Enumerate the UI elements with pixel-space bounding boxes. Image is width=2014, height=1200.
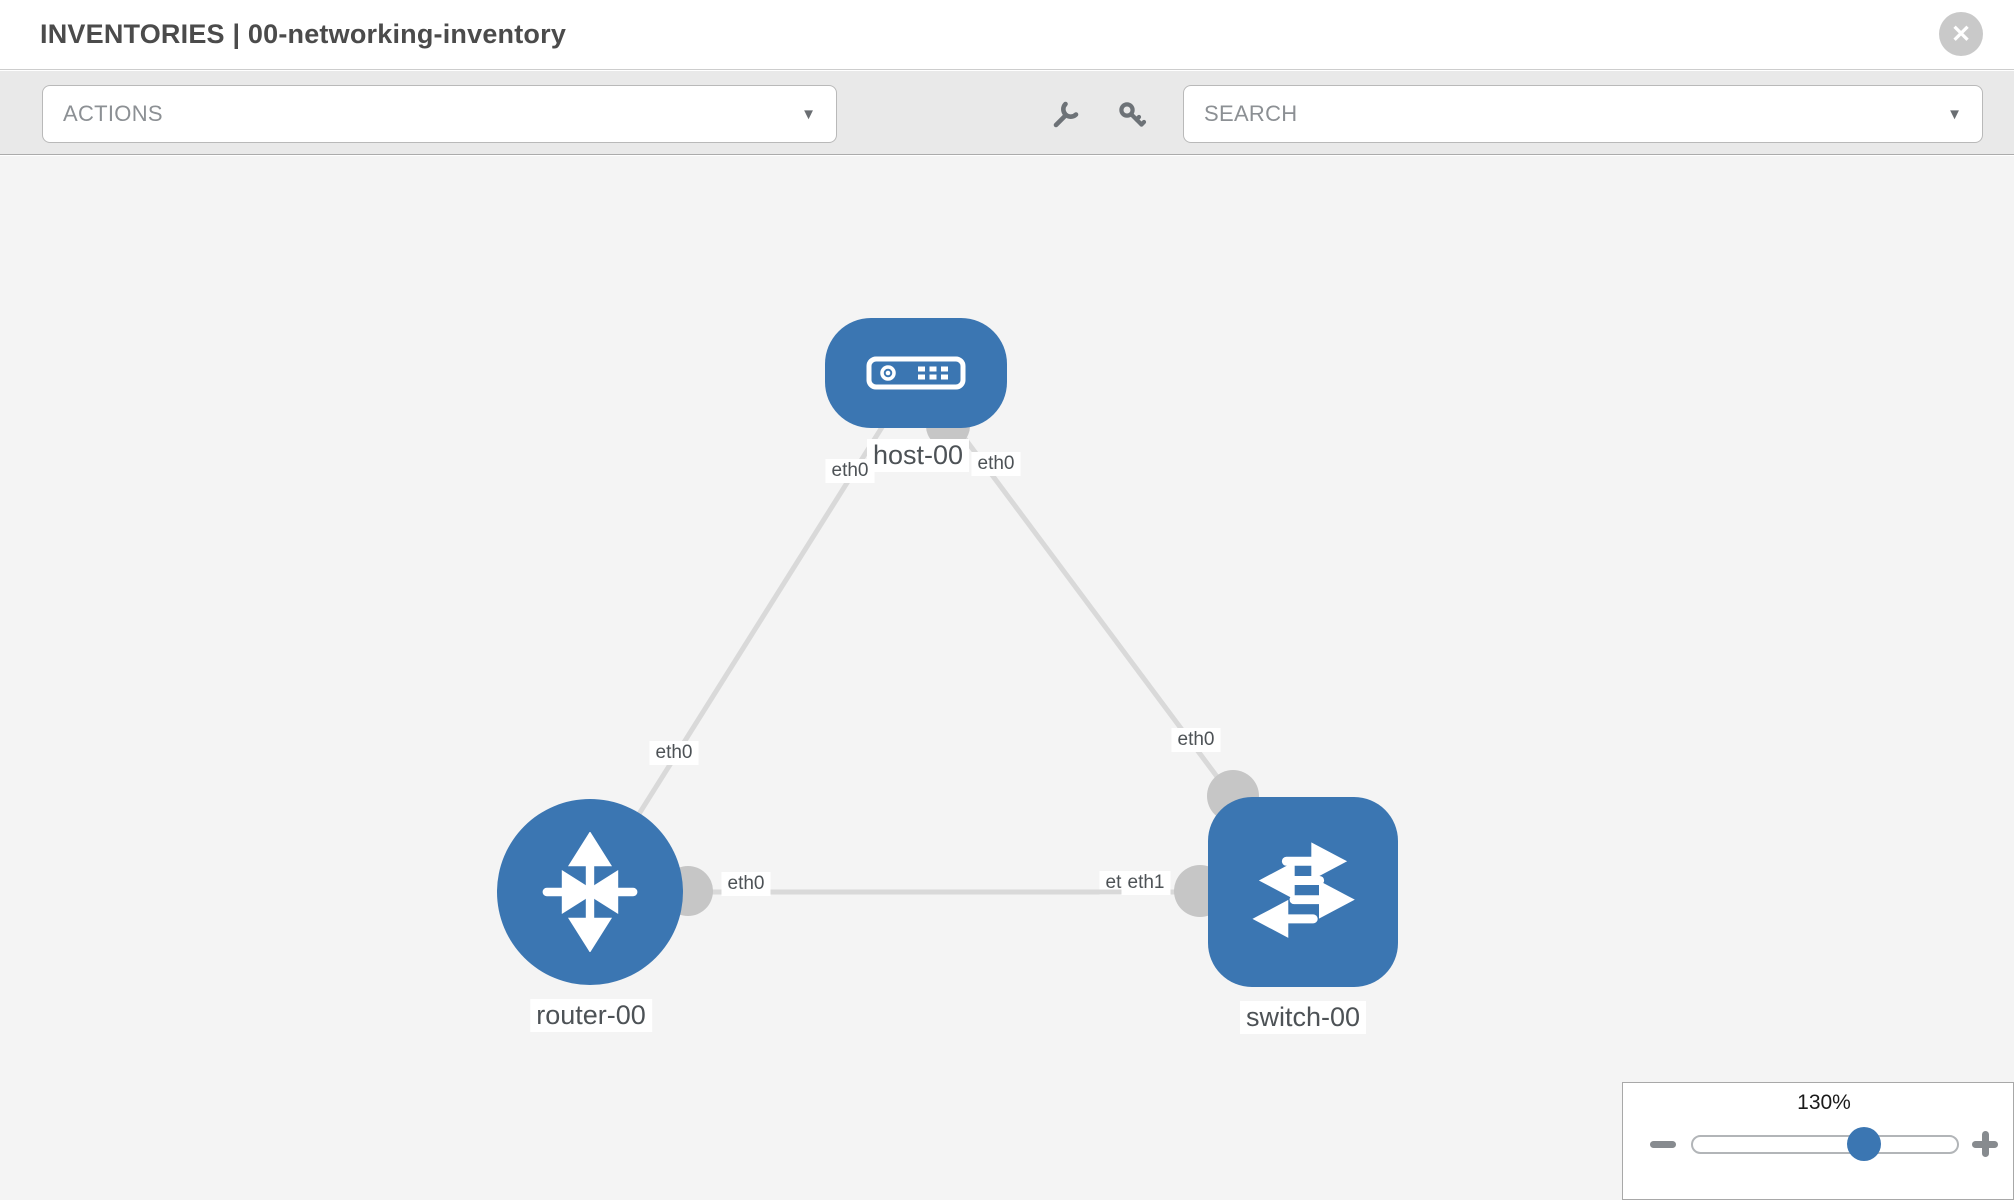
zoom-out-button[interactable]: [1650, 1141, 1676, 1148]
port-dots: [663, 404, 1259, 917]
node-label-host: host-00: [866, 439, 970, 472]
actions-dropdown-label: ACTIONS: [63, 101, 163, 126]
zoom-control-panel: 130%: [1622, 1082, 2014, 1200]
node-label-switch: switch-00: [1239, 1001, 1367, 1034]
plus-icon: [1981, 1131, 1989, 1157]
zoom-in-button[interactable]: [1972, 1131, 1998, 1157]
wrench-icon: [1053, 101, 1079, 128]
close-icon: ✕: [1950, 20, 1972, 48]
actions-dropdown[interactable]: ACTIONS ▼: [42, 85, 837, 143]
zoom-slider-track[interactable]: [1691, 1135, 1959, 1154]
zoom-level: 130%: [1797, 1091, 1851, 1114]
toolbar: ACTIONS ▼ SEARCH ▼: [0, 71, 2014, 155]
configure-button[interactable]: [1049, 99, 1081, 131]
node-host-00[interactable]: [825, 318, 1007, 428]
key-icon: [1119, 102, 1147, 127]
interface-label-router-right: eth0: [721, 872, 771, 896]
node-label-router: router-00: [530, 999, 652, 1032]
key-button[interactable]: [1116, 99, 1148, 131]
node-router-00[interactable]: [497, 799, 683, 985]
interface-label-switch-top: eth0: [1171, 728, 1221, 752]
interface-label-host-right: eth0: [971, 452, 1021, 476]
search-dropdown[interactable]: SEARCH ▼: [1183, 85, 1983, 143]
topology-canvas[interactable]: eth0: [0, 156, 2014, 1200]
page-title: INVENTORIES | 00-networking-inventory: [40, 19, 567, 49]
zoom-slider-handle[interactable]: [1847, 1127, 1881, 1161]
router-icon: [542, 832, 638, 952]
caret-down-icon: ▼: [801, 105, 816, 123]
node-switch-00[interactable]: [1208, 797, 1398, 987]
links-layer: [587, 371, 1306, 917]
interface-label-router-top: eth0: [649, 741, 699, 765]
header: INVENTORIES | 00-networking-inventory ✕: [0, 0, 2014, 70]
host-icon: [866, 356, 966, 390]
switch-icon: [1252, 842, 1355, 938]
caret-down-icon: ▼: [1947, 105, 1962, 123]
interface-label-host-left: eth0: [825, 459, 875, 483]
interface-label-switch-left-over: eth1: [1121, 871, 1171, 895]
search-placeholder: SEARCH: [1204, 101, 1298, 126]
close-button[interactable]: ✕: [1939, 12, 1983, 56]
